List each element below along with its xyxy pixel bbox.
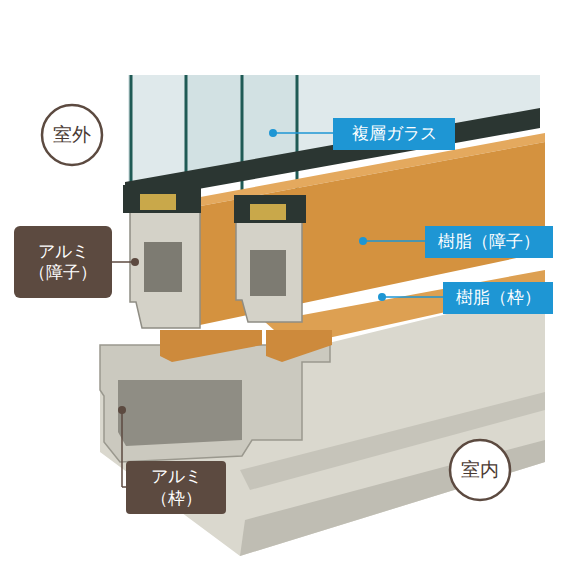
part-name: アルミ （障子） [22, 241, 104, 284]
part-label: 樹脂（障子） [425, 226, 553, 258]
spacer [140, 194, 176, 210]
circle-outline [450, 440, 510, 500]
sash-hollow [250, 250, 286, 296]
resin-profile [266, 330, 332, 362]
part-label: 樹脂（枠） [443, 282, 553, 314]
location-circle: 室内 [448, 438, 512, 502]
sash-section [236, 222, 302, 322]
aluminium-frame [240, 440, 545, 556]
part-label: アルミ （障子） [14, 226, 112, 298]
glass-cap [123, 185, 201, 213]
location-circle: 室外 [40, 103, 104, 167]
resin-sash [195, 142, 545, 325]
frame-section [100, 345, 330, 462]
spacer [250, 204, 286, 220]
sash-hollow [144, 242, 182, 292]
location-name: 室外 [53, 123, 91, 147]
glass-cap [234, 195, 306, 223]
part-label: アルミ（枠） [126, 461, 226, 514]
part-name: 樹脂（枠） [456, 287, 541, 308]
sash-section [130, 210, 200, 328]
part-name: アルミ（枠） [134, 466, 218, 509]
part-label: 複層ガラス [333, 118, 455, 150]
location-name: 室内 [461, 458, 499, 482]
frame-hollow [118, 380, 242, 446]
circle-outline [42, 105, 102, 165]
resin-profile [160, 330, 262, 362]
leader-lines [112, 129, 443, 487]
part-name: 複層ガラス [352, 123, 437, 144]
part-name: 樹脂（障子） [438, 231, 540, 252]
